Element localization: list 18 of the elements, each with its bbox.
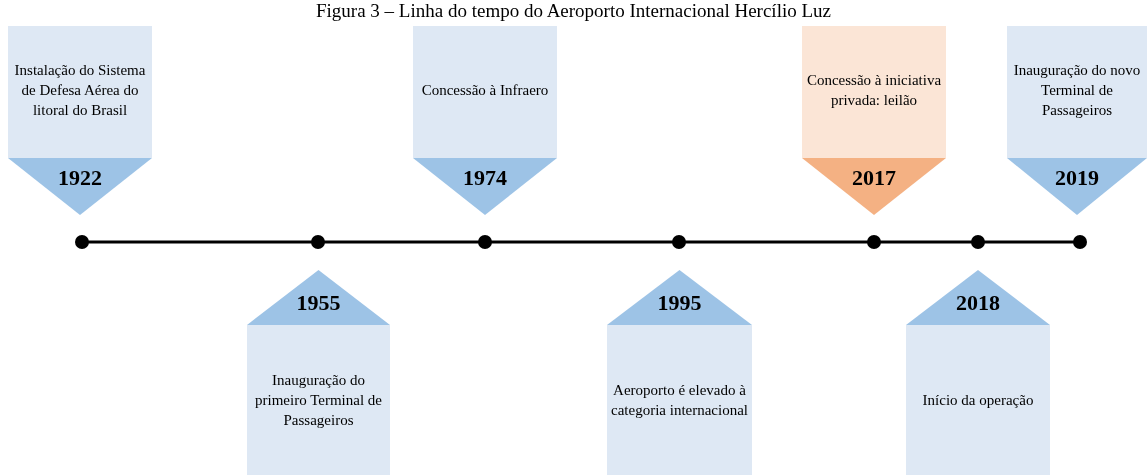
event-description: Início da operação (922, 391, 1034, 410)
timeline-card (906, 270, 1050, 475)
year-label: 2018 (955, 290, 1001, 316)
timeline-card (247, 270, 390, 475)
event-description: Concessão à Infraero (421, 81, 549, 100)
year-label: 1955 (295, 290, 342, 316)
figure-title: Figura 3 – Linha do tempo do Aeroporto Internacional Hercílio Luz (315, 0, 832, 22)
year-label: 1974 (462, 165, 508, 191)
event-description: Instalação do Sistema de Defesa Aérea do litoral do Brasil (13, 61, 147, 120)
year-label: 2019 (1054, 165, 1100, 191)
event-description: Inauguração do primeiro Terminal de Passageiros (254, 371, 383, 430)
year-label: 1995 (656, 290, 703, 316)
year-label: 2017 (851, 165, 897, 191)
event-description: Concessão à iniciativa privada: leilão (806, 71, 942, 110)
year-label: 1922 (57, 165, 103, 191)
event-description: Inauguração do novo Terminal de Passageiros (1012, 61, 1142, 120)
timeline-card (607, 270, 752, 475)
event-description: Aeroporto é elevado à categoria internacional (611, 381, 748, 420)
